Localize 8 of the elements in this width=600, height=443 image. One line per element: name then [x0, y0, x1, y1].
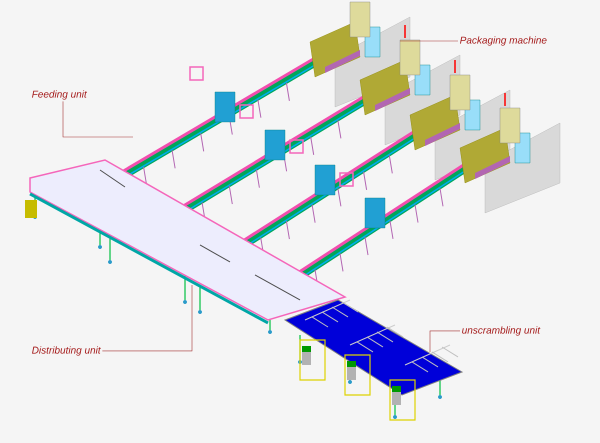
- callout-label: Distributing unit: [32, 346, 101, 356]
- callout-label: Packaging machine: [460, 36, 547, 46]
- leader-line: [62, 101, 134, 138]
- callout-label: unscrambling unit: [462, 326, 540, 336]
- callout-label: Feeding unit: [32, 90, 88, 100]
- leader-line: [102, 284, 192, 352]
- leader-line: [430, 330, 460, 352]
- leader-line: [400, 40, 458, 42]
